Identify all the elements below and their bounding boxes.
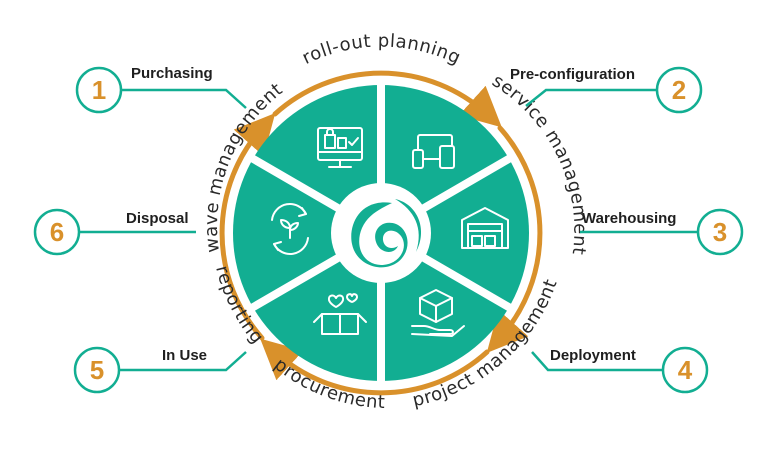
stage-label-4: Deployment	[550, 347, 636, 364]
stage-circle-5	[73, 346, 121, 394]
open-box-hearts-icon	[313, 293, 367, 335]
orange-ring	[219, 70, 543, 396]
stage-circle-6	[33, 208, 81, 256]
stage-circle-1	[75, 66, 123, 114]
ring-label-top: roll-out planning	[299, 30, 464, 68]
stage-circle-3	[696, 208, 744, 256]
warehouse-icon	[461, 207, 509, 249]
stage-number-5: 5	[90, 355, 104, 385]
ring-arc-right	[486, 125, 543, 353]
connector-4	[531, 351, 662, 372]
stage-label-2: Pre-configuration	[510, 66, 635, 83]
stage-number-4: 4	[678, 355, 693, 385]
box-in-hand-icon	[411, 289, 465, 337]
stage-callouts	[33, 66, 744, 394]
stage-label-1: Purchasing	[131, 65, 213, 82]
connector-2	[525, 88, 656, 107]
teal-wheel	[233, 82, 529, 384]
stage-label-5: In Use	[162, 347, 207, 364]
ring-arc-left	[219, 113, 276, 341]
stage-label-3: Warehousing	[582, 210, 676, 227]
swirl-logo-icon	[351, 199, 422, 268]
connector-5	[119, 351, 247, 372]
stage-number-2: 2	[672, 75, 686, 105]
stage-label-6: Disposal	[126, 210, 189, 227]
ring-arc-top	[272, 70, 502, 128]
recycle-leaf-icon	[271, 203, 309, 255]
ring-arc-bottom	[260, 338, 490, 396]
stage-number-3: 3	[713, 217, 727, 247]
shopping-monitor-icon	[317, 127, 363, 168]
devices-icon	[412, 134, 455, 169]
stage-circle-2	[655, 66, 703, 114]
stage-number-1: 1	[92, 75, 106, 105]
stage-number-6: 6	[50, 217, 64, 247]
stage-circle-4	[661, 346, 709, 394]
connector-1	[121, 88, 247, 109]
